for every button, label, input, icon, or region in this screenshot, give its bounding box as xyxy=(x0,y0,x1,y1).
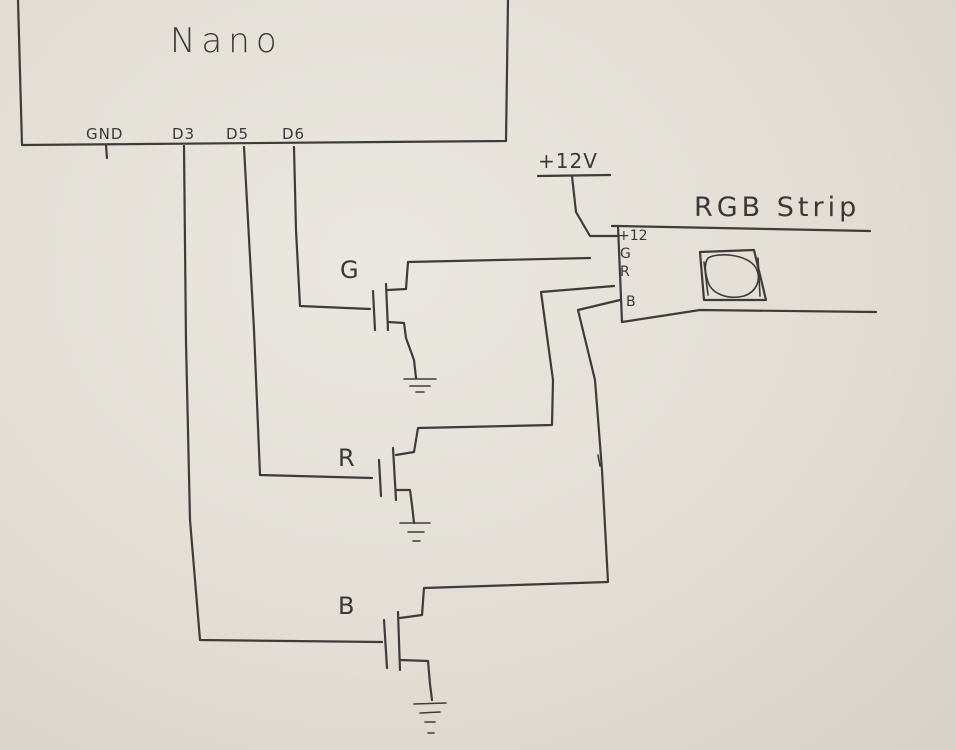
strip-pad-r: R xyxy=(620,264,630,280)
pin-d3-label: D3 xyxy=(172,125,195,143)
ground-symbol-r xyxy=(399,522,431,542)
supply-12v-bar xyxy=(536,173,612,178)
strip-pad-b: B xyxy=(626,294,636,310)
wire-d3-to-b-gate xyxy=(182,144,384,644)
supply-12v-label: +12V xyxy=(538,149,598,173)
pin-gnd-label: GND xyxy=(86,125,123,143)
nano-board-outline xyxy=(16,0,510,147)
strip-pad-12v: +12 xyxy=(618,228,648,244)
rgb-strip-outline xyxy=(610,224,878,324)
ground-symbol-b xyxy=(413,702,447,734)
mosfet-g xyxy=(371,256,592,380)
strip-pad-g: G xyxy=(620,246,631,262)
mosfet-b xyxy=(382,298,622,702)
led-package xyxy=(698,248,768,302)
pin-d5-label: D5 xyxy=(226,125,249,143)
wire-12v-to-strip xyxy=(570,174,620,238)
mosfet-g-label: G xyxy=(340,256,359,284)
mosfet-b-label: B xyxy=(338,592,354,620)
pin-d6-label: D6 xyxy=(282,125,305,143)
wire-d5-to-r-gate xyxy=(242,145,374,480)
mosfet-r xyxy=(377,284,616,525)
rgb-strip-label: RGB Strip xyxy=(694,192,860,223)
ground-symbol-g xyxy=(403,378,437,393)
pin-gnd-stub xyxy=(104,143,109,160)
stray-pencil-mark xyxy=(597,454,601,467)
wire-d6-to-g-gate xyxy=(292,145,372,311)
mosfet-r-label: R xyxy=(338,444,355,472)
nano-label: Nano xyxy=(170,21,283,61)
